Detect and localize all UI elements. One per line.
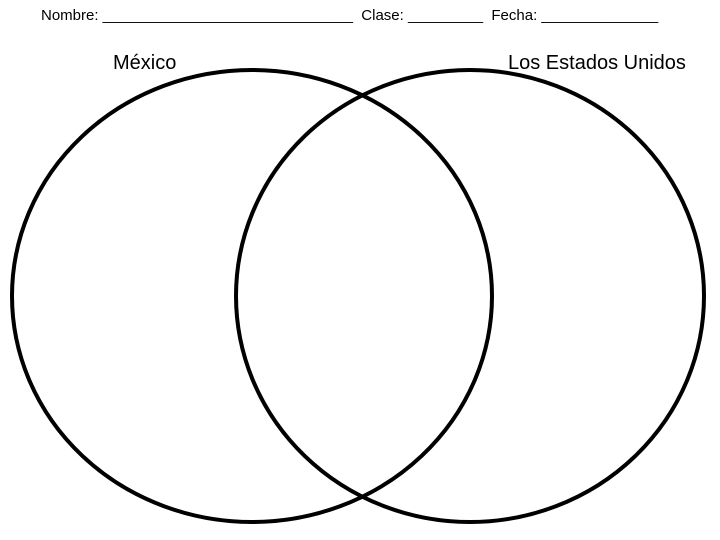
venn-circle-usa [234, 68, 706, 524]
venn-circle-mexico [10, 68, 494, 524]
worksheet-header: Nombre: ______________________________ C… [41, 7, 659, 24]
venn-label-mexico: México [113, 52, 177, 74]
venn-label-usa: Los Estados Unidos [508, 52, 686, 74]
